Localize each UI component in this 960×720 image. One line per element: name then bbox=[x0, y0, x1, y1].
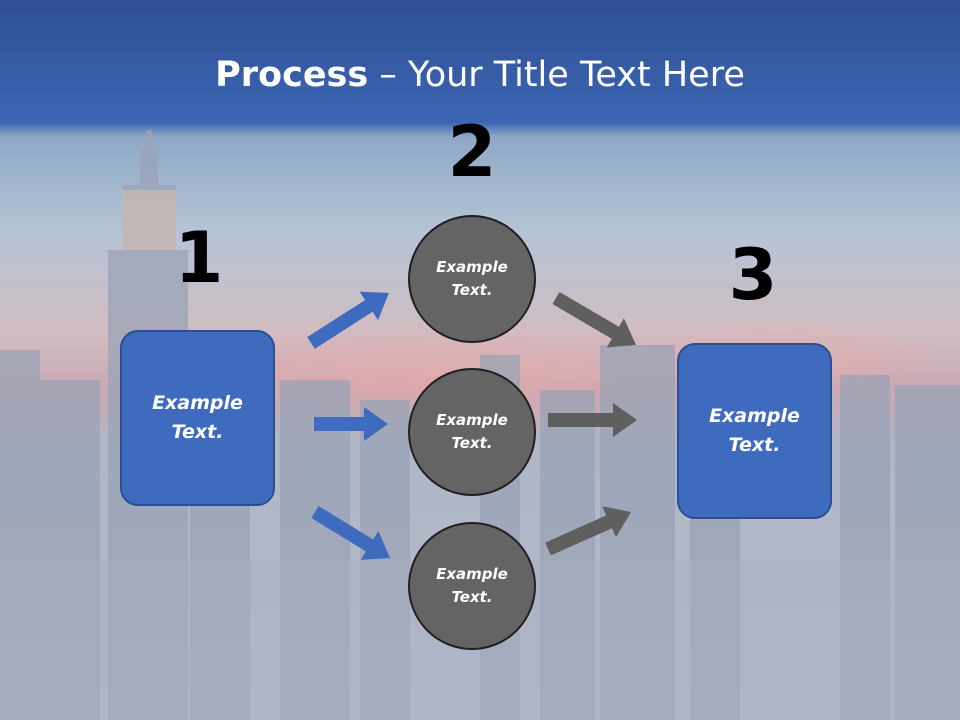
left-process-box: Example Text. bbox=[120, 330, 275, 506]
title-bold: Process bbox=[215, 55, 369, 95]
step-number-3: 3 bbox=[728, 234, 778, 316]
circle-top-text: Example Text. bbox=[436, 258, 508, 299]
process-circle-top: Example Text. bbox=[408, 215, 536, 343]
process-circle-middle: Example Text. bbox=[408, 368, 536, 496]
right-process-box: Example Text. bbox=[677, 343, 832, 519]
right-box-text: Example Text. bbox=[709, 405, 800, 456]
left-box-text: Example Text. bbox=[152, 392, 243, 443]
step-number-1: 1 bbox=[174, 217, 224, 299]
circle-middle-text: Example Text. bbox=[436, 411, 508, 452]
step-number-2: 2 bbox=[447, 111, 497, 193]
title-rest: – Your Title Text Here bbox=[368, 55, 745, 95]
process-circle-bottom: Example Text. bbox=[408, 522, 536, 650]
circle-bottom-text: Example Text. bbox=[436, 565, 508, 606]
slide-title: Process – Your Title Text Here bbox=[0, 52, 960, 98]
